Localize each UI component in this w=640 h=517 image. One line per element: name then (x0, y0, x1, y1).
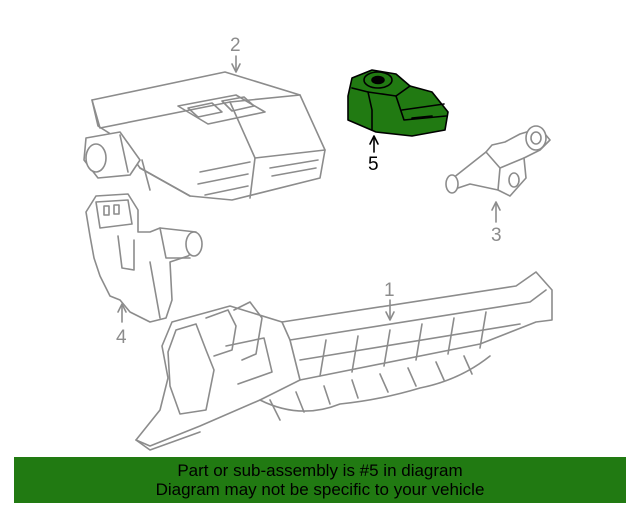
part-3-position-sensor (445, 125, 551, 197)
part-4-sensor (85, 193, 203, 323)
callout-2: 2 (230, 35, 241, 56)
callout-1: 1 (384, 280, 395, 301)
callout-5: 5 (368, 154, 379, 175)
callout-4: 4 (116, 327, 127, 348)
part-1-fuel-rail (135, 271, 553, 451)
part-5-knock-sensor (347, 69, 449, 137)
banner-line-2: Diagram may not be specific to your vehi… (155, 480, 485, 499)
diagram-notice-banner: Part or sub-assembly is #5 in diagram Di… (14, 457, 626, 503)
part-2-control-module (83, 71, 326, 201)
callout-3: 3 (491, 225, 502, 246)
arrowhead-2 (231, 63, 241, 73)
arrowhead-1 (385, 311, 395, 321)
callout-leaders (117, 55, 501, 323)
banner-line-1: Part or sub-assembly is #5 in diagram (177, 461, 463, 480)
arrowhead-5 (369, 135, 379, 145)
arrowhead-4 (117, 303, 127, 313)
arrowhead-3 (491, 201, 501, 211)
